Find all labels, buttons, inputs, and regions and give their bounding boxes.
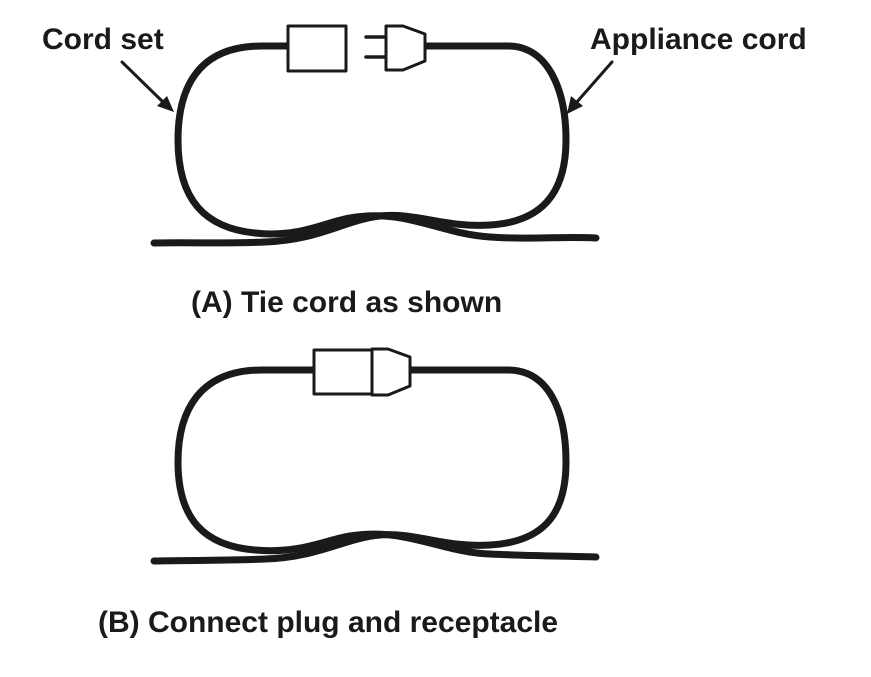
cord-set-label: Cord set	[42, 23, 164, 56]
receptacle-a	[286, 24, 348, 73]
cord-set-loop-a	[174, 42, 600, 242]
panel-a: Cord set Appliance cord (A) Tie cord as …	[42, 23, 807, 319]
panel-b: (B) Connect plug and receptacle	[98, 347, 600, 639]
plug-b	[370, 347, 412, 397]
appliance-cord-loop-b	[150, 366, 570, 565]
plug-a	[384, 24, 427, 72]
appliance-cord-loop-a	[150, 42, 570, 247]
receptacle-b	[312, 348, 374, 396]
cord-set-arrowhead	[157, 96, 174, 112]
appliance-cord-arrow	[574, 60, 614, 105]
appliance-cord-arrowhead	[567, 96, 583, 114]
cord-set-loop-b	[174, 366, 600, 561]
caption-b: (B) Connect plug and receptacle	[98, 606, 558, 639]
cord-set-arrow	[120, 60, 166, 105]
caption-a: (A) Tie cord as shown	[191, 286, 502, 319]
appliance-cord-label: Appliance cord	[590, 23, 807, 56]
